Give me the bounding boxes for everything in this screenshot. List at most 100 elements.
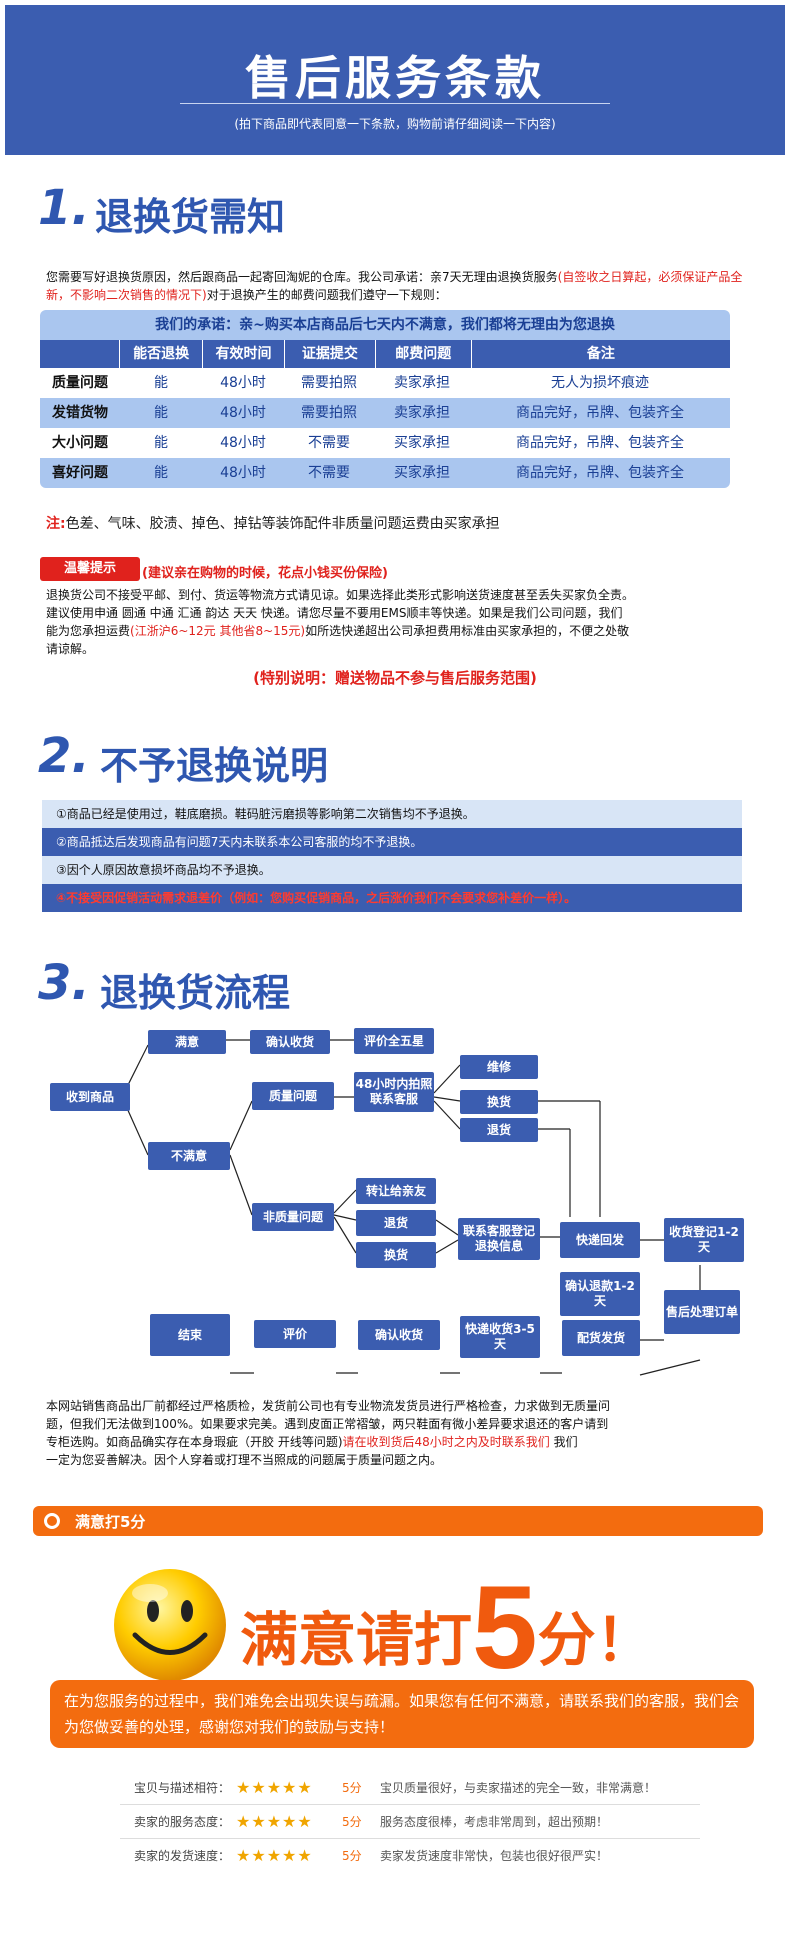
table-cell: 不需要 [308,435,350,451]
table-row: 质量问题 能 48小时 需要拍照 卖家承担 无人为损坏痕迹 [40,368,730,398]
special-note: (特别说明：赠送物品不参与售后服务范围) [253,669,537,687]
rating-desc: 卖家发货速度非常快，包装也很好很严实！ [380,1848,609,1863]
table-cell: 买家承担 [394,465,450,481]
table-cell: 48小时 [220,405,266,421]
list-item: ③因个人原因故意损坏商品均不予退换。 [42,856,742,884]
flow-step-receive: 收到商品 [50,1083,130,1111]
table-header-cell: 能否退换 [120,340,203,368]
flow-step-evaluate: 评价 [254,1320,336,1348]
table-cell: 需要拍照 [301,375,357,391]
table-header-cell: 有效时间 [203,340,286,368]
table-cell: 48小时 [220,465,266,481]
rating-row: 卖家的服务态度： ★★★★★ 5分 服务态度很棒，考虑非常周到，超出预期！ [120,1804,700,1839]
flow-step-repair: 维修 [460,1055,538,1079]
promise-banner: 我们的承诺：亲~购买本店商品后七天内不满意，我们都将无理由为您退换 [40,310,730,340]
flow-step-satisfied: 满意 [148,1030,226,1054]
flow-step-return2: 退货 [356,1210,436,1236]
flow-step-quality: 质量问题 [252,1082,334,1110]
section1-number: 1. [38,180,90,236]
table-row: 大小问题 能 48小时 不需要 买家承担 商品完好，吊牌、包装齐全 [40,428,730,458]
table-cell: 能 [154,435,168,451]
paragraph-line: 专柜选购。如商品确实存在本身瑕疵（开胶 开线等问题)请在收到货后48小时之内及时… [46,1435,578,1449]
header-subtitle: (拍下商品即代表同意一下条款，购物前请仔细阅读一下内容) [234,117,556,131]
header-divider [180,103,610,104]
section3-paragraph: 本网站销售商品出厂前都经过严格质检，发货前公司也有专业物流发货员进行严格检查，力… [46,1397,766,1469]
paragraph-line: 能为您承担运费(江浙沪6~12元 其他省8~15元)如所选快递超出公司承担费用标… [46,624,630,638]
section3-title: 退换货流程 [100,971,291,1015]
flow-step-exchange: 换货 [460,1090,538,1114]
paragraph-line: 建议使用申通 圆通 中通 汇通 韵达 天天 快递。请您尽量不要用EMS顺丰等快递… [46,606,623,620]
flow-step-ship: 配货发货 [562,1320,640,1356]
section2-number: 2. [38,728,90,784]
paragraph-line: 本网站销售商品出厂前都经过严格质检，发货前公司也有专业物流发货员进行严格检查，力… [46,1399,611,1413]
section1-title: 退换货需知 [95,195,286,239]
rating-desc: 宝贝质量很好，与卖家描述的完全一致，非常满意！ [380,1780,657,1795]
table-cell: 质量问题 [52,375,108,391]
paragraph-line: 题，但我们无法做到100%。如果要求完美。遇到皮面正常褶皱，两只鞋面有微小差异要… [46,1417,609,1431]
page-title: 售后服务条款 [245,51,545,105]
rate-five-headline: 满意请打5分！ [240,1562,654,1694]
no-return-list: ①商品已经是使用过，鞋底磨损。鞋码脏污磨损等影响第二次销售均不予退换。 ②商品抵… [42,800,742,912]
table-cell: 商品完好，吊牌、包装齐全 [516,465,684,481]
flow-step-exchange2: 换货 [356,1242,436,1268]
table-cell: 48小时 [220,435,266,451]
section2-title: 不予退换说明 [100,744,329,788]
section1-intro: 您需要写好退换货原因，然后跟商品一起寄回淘妮的仓库。我公司承诺：亲7天无理由退换… [46,270,743,302]
rating-label: 卖家的服务态度： [133,1814,230,1829]
table-cell: 喜好问题 [52,465,108,481]
rating-label: 卖家的发货速度： [133,1848,230,1863]
warm-tip-badge: 温馨提示 [40,557,140,581]
list-item: ②商品抵达后发现商品有问题7天内未联系本公司客服的均不予退换。 [42,828,742,856]
flow-step-send-back: 快递回发 [560,1222,640,1258]
table-header: 能否退换 有效时间 证据提交 邮费问题 备注 [40,340,730,368]
circle-icon [44,1513,60,1529]
table-cell: 能 [154,465,168,481]
flow-step-confirm2: 确认收货 [358,1320,440,1350]
table-row: 喜好问题 能 48小时 不需要 买家承担 商品完好，吊牌、包装齐全 [40,458,730,488]
flow-step-transfer: 转让给亲友 [356,1178,436,1204]
table-header-cell: 备注 [586,346,615,362]
header-banner [5,5,785,155]
table-cell: 能 [154,375,168,391]
flow-step-five-star: 评价全五星 [354,1028,434,1054]
section1-note: 注:色差、气味、胶渍、掉色、掉钻等装饰配件非质量问题运费由买家承担 [46,516,500,532]
flow-step-receive-register: 收货登记1-2天 [664,1218,744,1262]
flow-step-process: 售后处理订单 [664,1290,740,1334]
return-policy-table: 我们的承诺：亲~购买本店商品后七天内不满意，我们都将无理由为您退换 能否退换 有… [40,310,730,488]
table-cell: 能 [154,405,168,421]
table-cell: 商品完好，吊牌、包装齐全 [516,435,684,451]
table-cell: 无人为损坏痕迹 [551,375,649,391]
flow-step-unsatisfied: 不满意 [148,1142,230,1170]
section3-number: 3. [38,955,90,1011]
rating-score: 5分 [342,1814,362,1829]
flow-step-end: 结束 [150,1314,230,1356]
flow-step-confirm-receipt: 确认收货 [250,1030,330,1054]
table-cell: 卖家承担 [394,375,450,391]
table-header-cell: 证据提交 [285,340,376,368]
list-item: ④不接受因促销活动需求退差价（例如：您购买促销商品，之后涨价我们不会要求您补差价… [42,884,742,912]
paragraph-line: 退换货公司不接受平邮、到付、货运等物流方式请见谅。如果选择此类形式影响送货速度甚… [46,588,635,602]
rating-row: 宝贝与描述相符： ★★★★★ 5分 宝贝质量很好，与卖家描述的完全一致，非常满意… [120,1770,700,1805]
table-cell: 48小时 [220,375,266,391]
paragraph-line: 一定为您妥善解决。因个人穿着或打理不当照成的问题属于质量问题之内。 [46,1453,443,1467]
smiley-icon [114,1569,226,1693]
satisfaction-bar-label: 满意打5分 [75,1513,146,1531]
star-icon: ★★★★★ [236,1777,313,1797]
satisfaction-message: 在为您服务的过程中，我们难免会出现失误与疏漏。如果您有任何不满意，请联系我们的客… [50,1680,754,1748]
flow-step-confirm-refund: 确认退款1-2天 [560,1272,640,1316]
rating-row: 卖家的发货速度： ★★★★★ 5分 卖家发货速度非常快，包装也很好很严实！ [120,1838,700,1872]
table-row: 发错货物 能 48小时 需要拍照 卖家承担 商品完好，吊牌、包装齐全 [40,398,730,428]
flow-step-photo: 48小时内拍照联系客服 [354,1072,434,1112]
star-icon: ★★★★★ [236,1811,313,1831]
rating-desc: 服务态度很棒，考虑非常周到，超出预期！ [380,1814,609,1829]
warm-tip-text: (建议亲在购物的时候，花点小钱买份保险) [142,566,388,581]
table-cell: 商品完好，吊牌、包装齐全 [516,405,684,421]
star-icon: ★★★★★ [236,1845,313,1865]
table-cell: 卖家承担 [394,405,450,421]
satisfaction-bar [33,1506,763,1536]
paragraph-line: 请谅解。 [46,642,95,656]
table-cell: 买家承担 [394,435,450,451]
table-cell: 不需要 [308,465,350,481]
flow-step-non-quality: 非质量问题 [252,1203,334,1231]
flow-step-contact: 联系客服登记退换信息 [458,1218,540,1260]
